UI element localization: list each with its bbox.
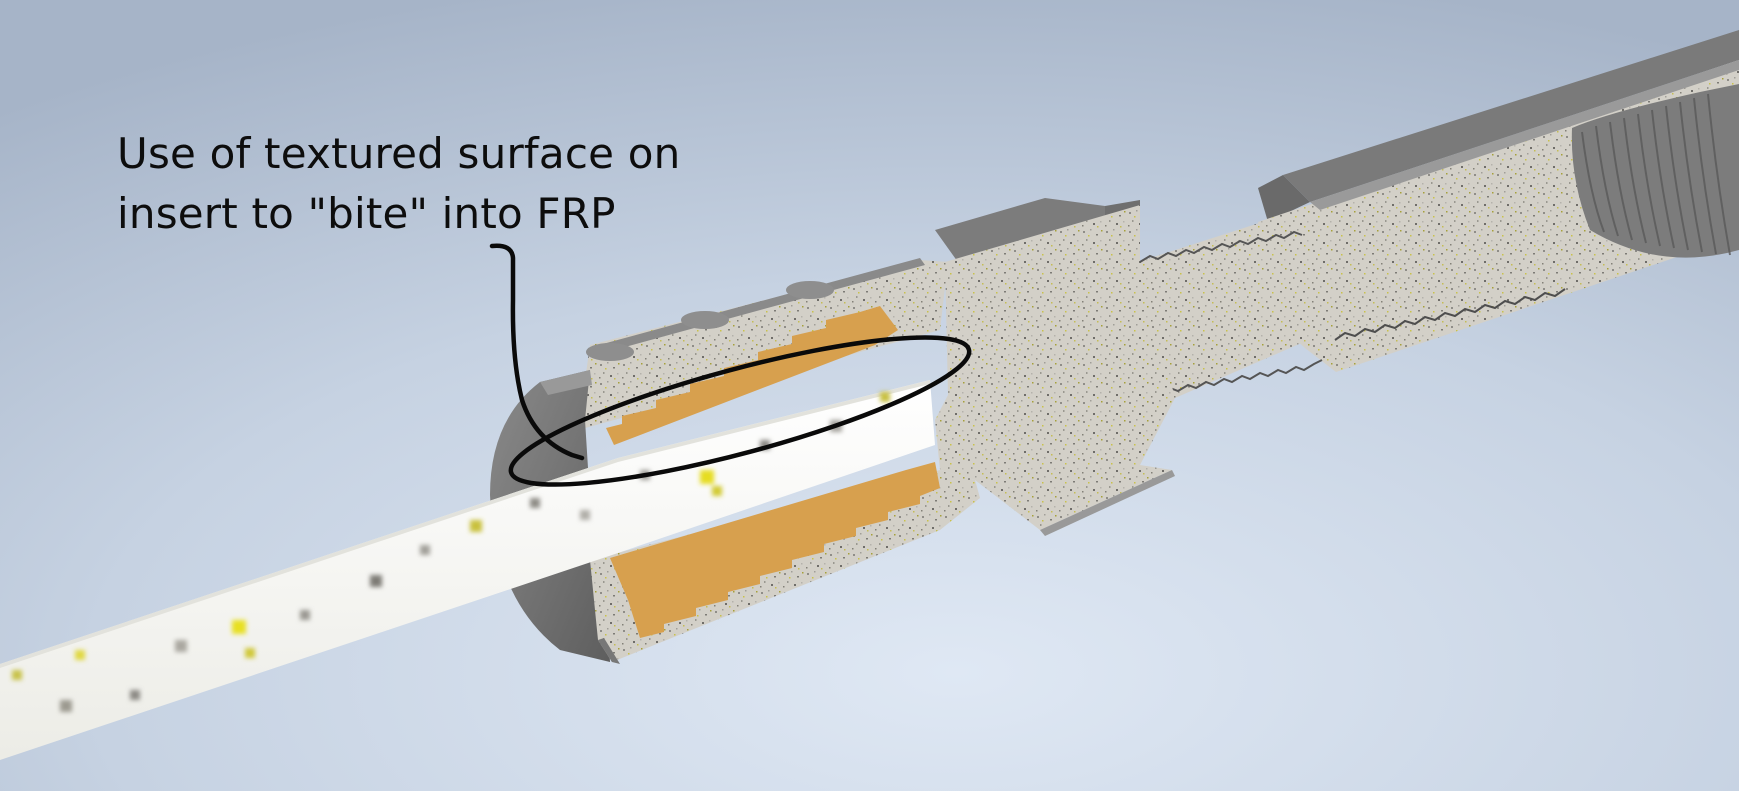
highlight-ellipse <box>508 335 972 487</box>
threaded-neck <box>1138 210 1323 398</box>
annotation-line-1: Use of textured surface on <box>117 129 681 178</box>
annotation-markup <box>489 243 972 487</box>
hex-body <box>935 198 1175 536</box>
textured-insert-lower <box>610 462 940 638</box>
annotation-callout: Use of textured surface on insert to "bi… <box>117 124 680 244</box>
annotation-line-2: insert to "bite" into FRP <box>117 189 616 238</box>
threaded-shaft <box>1144 30 1739 372</box>
